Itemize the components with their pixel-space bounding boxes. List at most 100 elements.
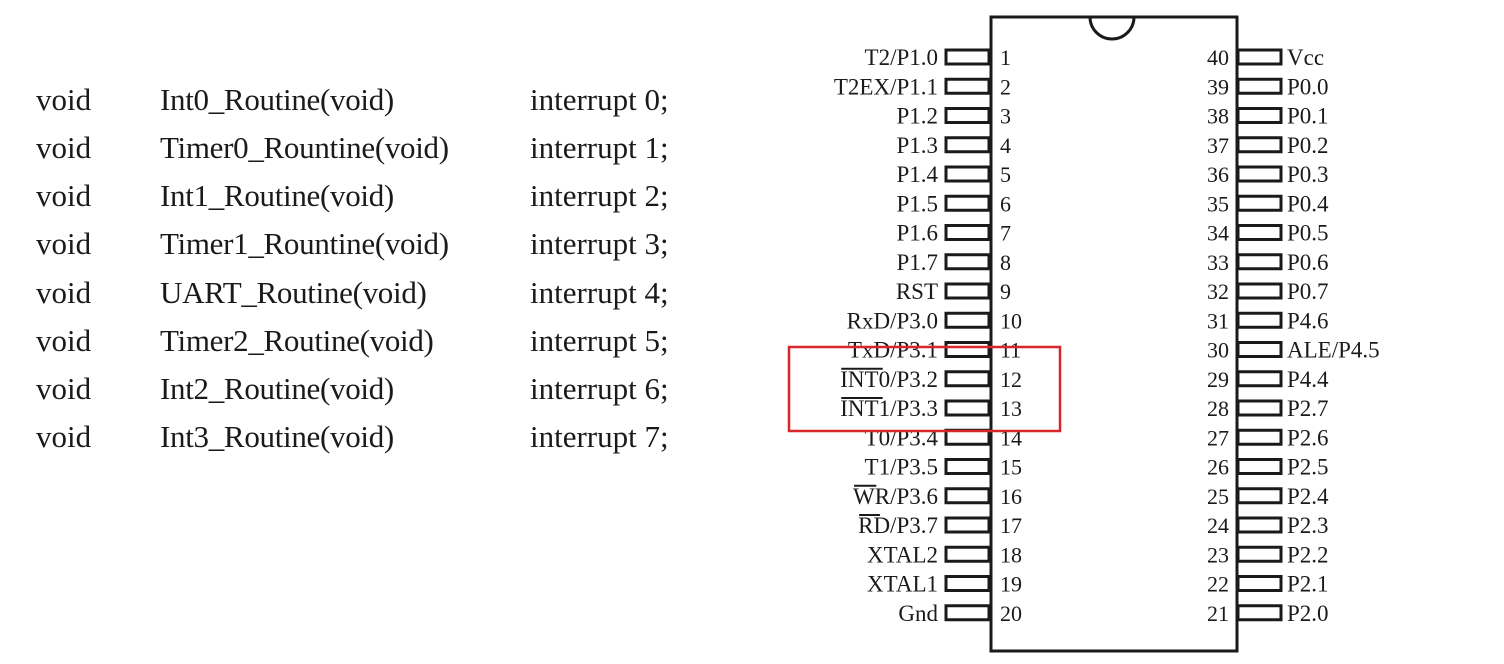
pin-label: T2EX/P1.1 [834, 74, 938, 99]
pin-31: 31 P4.6 [1207, 308, 1329, 333]
pin-number: 1 [1000, 45, 1011, 70]
pin-label: P0.7 [1287, 279, 1329, 304]
pin-label: Gnd [898, 601, 938, 626]
pin-number: 28 [1207, 396, 1229, 421]
pin-pad [1236, 575, 1283, 592]
pin-pad [1236, 604, 1283, 622]
pin-label: P2.4 [1287, 484, 1329, 509]
pin-number: 39 [1207, 74, 1229, 99]
pin-number: 19 [1000, 572, 1022, 597]
pin-pad [1236, 545, 1283, 563]
pin-pad [944, 77, 991, 95]
interrupt-number: interrupt 0; [530, 82, 669, 117]
function-name: Int0_Routine(void) [160, 82, 394, 117]
pin-35: 35 P0.4 [1207, 191, 1329, 216]
pin-pad [1236, 107, 1283, 124]
pin-pad [944, 428, 991, 446]
pin-pad [944, 282, 991, 300]
pin-pad [1236, 165, 1283, 183]
highlight-box [787, 345, 1062, 433]
return-type: void [36, 178, 92, 213]
pin-number: 26 [1207, 455, 1229, 480]
return-type: void [36, 419, 92, 454]
pin-label: P2.1 [1287, 572, 1329, 597]
pin-pad [944, 341, 991, 358]
pin-pad [944, 165, 991, 183]
function-name: Int1_Routine(void) [160, 178, 394, 213]
interrupt-number: interrupt 6; [530, 371, 669, 406]
return-type: void [36, 82, 92, 117]
pin-pad [944, 370, 991, 388]
pin-pad [944, 516, 991, 534]
pin-label: INT0/P3.2 [840, 367, 938, 392]
pin-pad [1236, 516, 1283, 534]
pin-pad [1236, 341, 1283, 358]
code-line: void Timer0_Rountine(void) interrupt 1; [0, 128, 740, 168]
pin-label: RxD/P3.0 [847, 308, 938, 333]
pin-number: 35 [1207, 191, 1229, 216]
chip-body [989, 15, 1239, 653]
interrupt-number: interrupt 4; [530, 275, 669, 310]
pin-number: 30 [1207, 338, 1229, 363]
pin-pad [944, 604, 991, 622]
return-type: void [36, 323, 92, 358]
pin-number: 31 [1207, 308, 1229, 333]
pin-pad [1236, 458, 1283, 475]
pin-label: P2.5 [1287, 455, 1329, 480]
pin-label: P2.7 [1287, 396, 1329, 421]
pin-number: 8 [1000, 250, 1011, 275]
pin-number: 18 [1000, 542, 1022, 567]
pin-number: 36 [1207, 162, 1229, 187]
pin-8: 8P1.7 [896, 250, 1011, 275]
pins-layer: 1T2/P1.02T2EX/P1.13P1.24P1.35P1.46P1.57P… [834, 45, 1380, 626]
pin-number: 17 [1000, 513, 1022, 538]
pin-number: 29 [1207, 367, 1229, 392]
pin-number: 21 [1207, 601, 1229, 626]
pin-label: T2/P1.0 [865, 45, 938, 70]
pin-label: WR/P3.6 [853, 484, 938, 509]
pin-label: P2.0 [1287, 601, 1329, 626]
pin-pad [1236, 311, 1283, 329]
pin-number: 38 [1207, 104, 1229, 129]
pin-label: P2.6 [1287, 425, 1329, 450]
pin-number: 20 [1000, 601, 1022, 626]
pin-label: XTAL1 [867, 572, 938, 597]
pin-pad [944, 253, 991, 271]
pin-pad [944, 107, 991, 124]
pin-label: P1.6 [896, 221, 938, 246]
pin-label: P4.6 [1287, 308, 1329, 333]
pin-label: P0.6 [1287, 250, 1329, 275]
pin-28: 28 P2.7 [1207, 396, 1329, 421]
pin-pad [1236, 370, 1283, 388]
pin-pad [1236, 224, 1283, 241]
pin-pad [1236, 136, 1283, 154]
pin-label: P0.3 [1287, 162, 1329, 187]
function-name: UART_Routine(void) [160, 275, 427, 310]
pin-label: P0.4 [1287, 191, 1329, 216]
pin-pad [944, 311, 991, 329]
pin-6: 6P1.5 [896, 191, 1011, 216]
pin-36: 36 P0.3 [1207, 162, 1329, 187]
pin-number: 13 [1000, 396, 1022, 421]
code-line: void Int0_Routine(void) interrupt 0; [0, 80, 740, 120]
code-line: void Int1_Routine(void) interrupt 2; [0, 176, 740, 216]
function-name: Int2_Routine(void) [160, 371, 394, 406]
pin-label: RD/P3.7 [858, 513, 938, 538]
pin-pad [944, 545, 991, 563]
pin-17: 17 RD/P3.7 [858, 513, 1022, 538]
pin-number: 34 [1207, 221, 1229, 246]
function-name: Timer2_Routine(void) [160, 323, 434, 358]
